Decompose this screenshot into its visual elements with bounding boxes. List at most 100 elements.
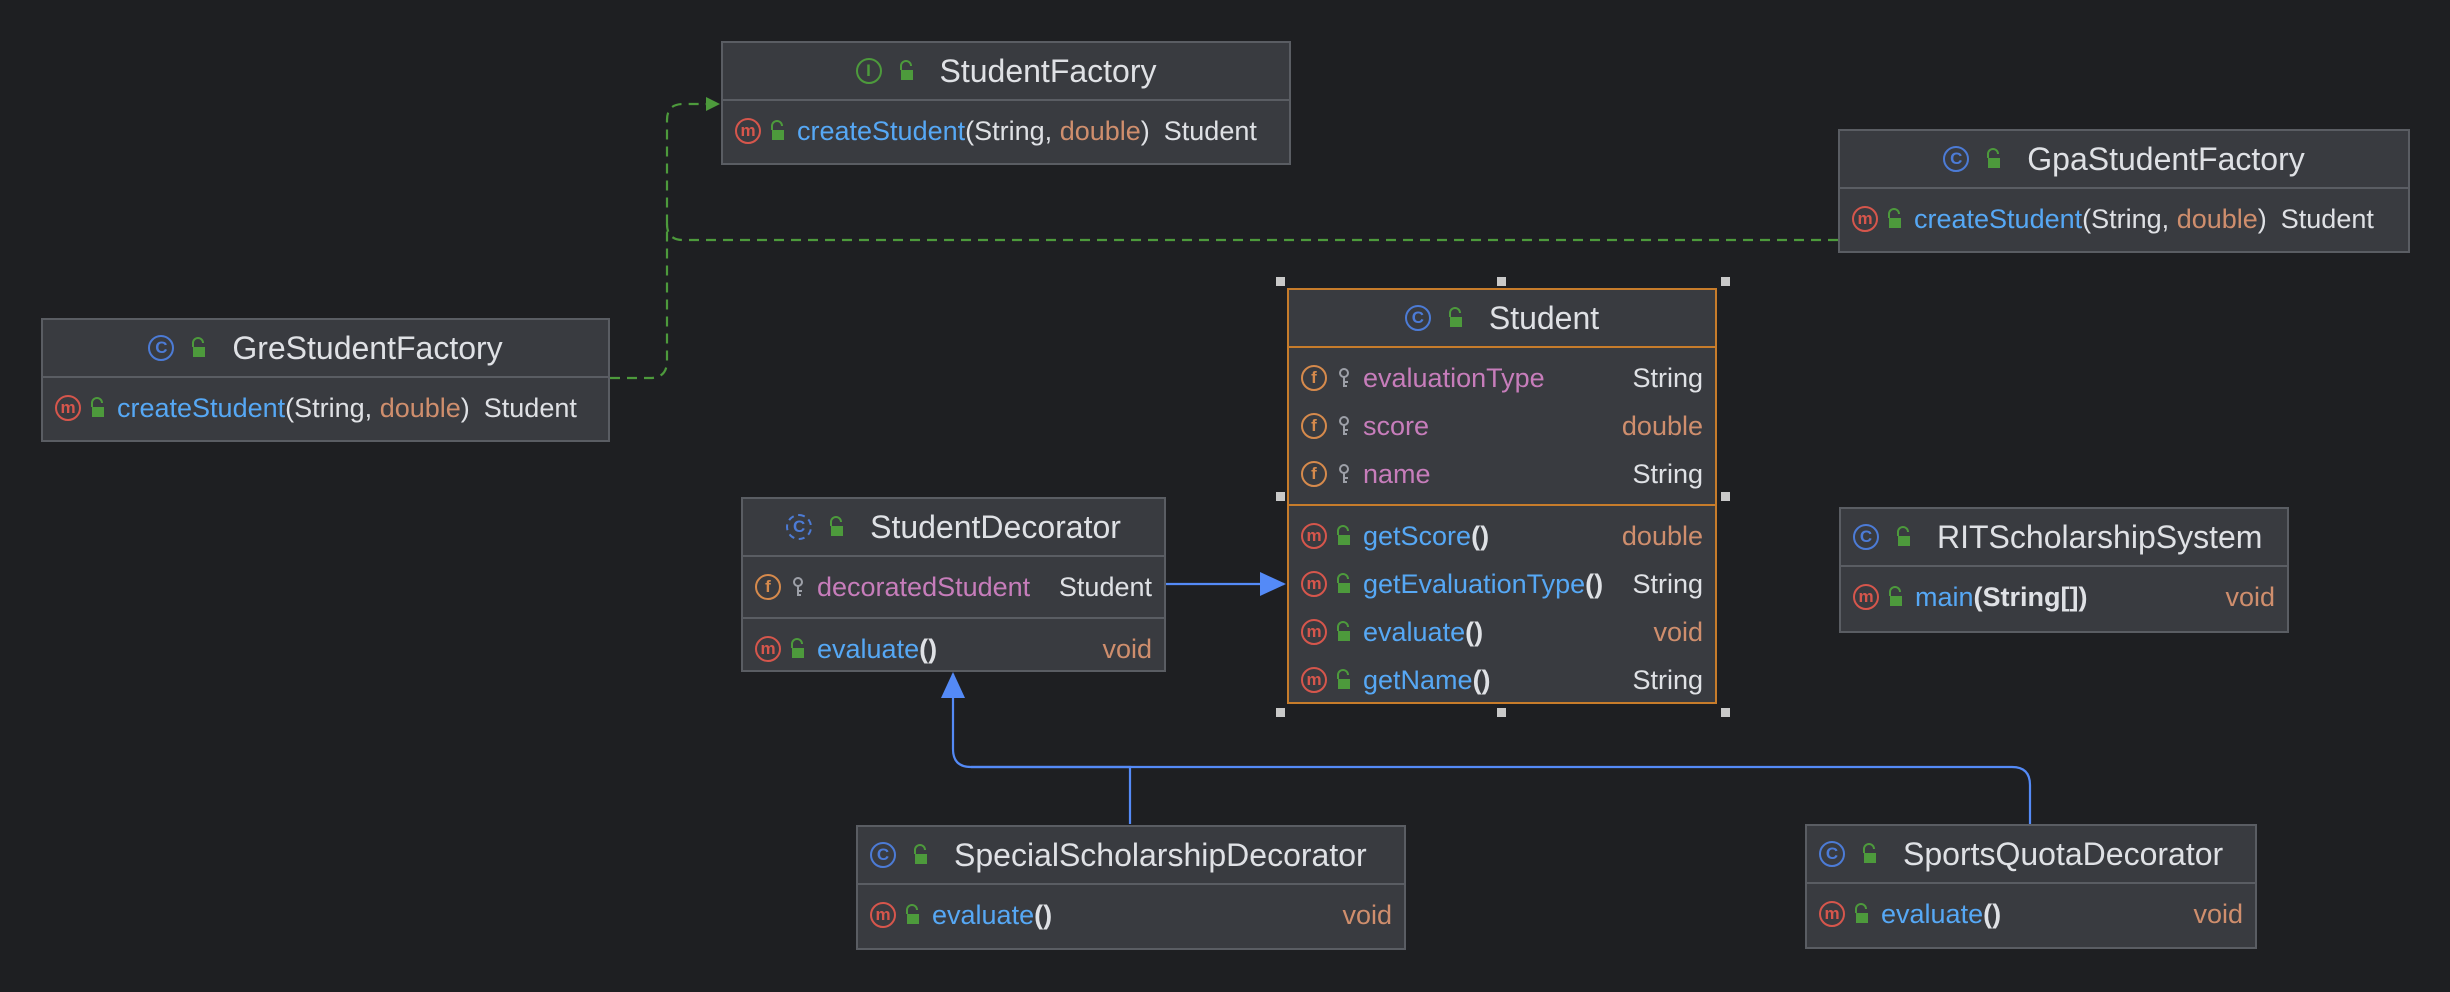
fields-section: f decoratedStudent Student <box>743 557 1164 619</box>
node-gpa-student-factory[interactable]: C GpaStudentFactory m createStudent ( St… <box>1838 129 2410 253</box>
public-lock-icon <box>1889 586 1902 606</box>
field-type: double <box>1621 410 1703 441</box>
return-type: void <box>2225 581 2275 612</box>
node-rit-scholarship-system[interactable]: C RITScholarshipSystem m main (String[])… <box>1839 507 2289 633</box>
selection-handle[interactable] <box>1721 708 1730 717</box>
class-icon: C <box>1853 524 1879 550</box>
method-name: evaluate <box>1881 898 1984 929</box>
method-row[interactable]: m createStudent ( String , double ) Stud… <box>43 384 608 432</box>
paren-close: ) <box>2257 203 2267 234</box>
field-type: String <box>1632 362 1703 393</box>
node-student-factory[interactable]: I StudentFactory m createStudent ( Strin… <box>721 41 1291 165</box>
public-lock-icon <box>1888 208 1901 228</box>
public-lock-icon <box>1337 621 1350 641</box>
field-row[interactable]: f name String <box>1289 450 1715 498</box>
node-title: StudentFactory <box>939 52 1157 89</box>
return-type: Student <box>2280 203 2374 234</box>
private-key-icon <box>793 577 803 596</box>
return-type: Student <box>1163 115 1257 146</box>
class-icon: C <box>870 842 896 868</box>
selection-handle[interactable] <box>1497 708 1506 717</box>
method-args: () <box>1465 616 1484 647</box>
param-type: String <box>2091 203 2162 234</box>
return-type: String <box>1632 568 1703 599</box>
methods-section: m evaluate () void <box>858 885 1404 945</box>
public-lock-icon <box>1863 843 1876 863</box>
class-icon: C <box>1404 305 1431 331</box>
method-name: main <box>1915 581 1974 612</box>
field-icon: f <box>1301 365 1327 391</box>
field-name: name <box>1363 458 1431 489</box>
selection-handle[interactable] <box>1497 277 1506 286</box>
class-icon: C <box>1819 841 1845 867</box>
selection-handle[interactable] <box>1721 492 1730 501</box>
param-separator: , <box>364 392 380 423</box>
method-name: createStudent <box>1914 203 2083 234</box>
method-args: () <box>1034 899 1053 930</box>
class-icon: C <box>1943 146 1970 172</box>
param-type: String <box>294 392 365 423</box>
method-row[interactable]: m getEvaluationType () String <box>1289 560 1715 608</box>
selection-handle[interactable] <box>1721 277 1730 286</box>
public-lock-icon <box>192 337 206 357</box>
method-icon: m <box>1819 901 1845 927</box>
methods-section: m main (String[]) void <box>1841 567 2287 627</box>
node-title: StudentDecorator <box>870 508 1121 545</box>
method-icon: m <box>755 636 781 662</box>
fields-section: f evaluationType String f score double f… <box>1289 348 1715 506</box>
method-row[interactable]: m createStudent ( String , double ) Stud… <box>723 107 1289 155</box>
method-row[interactable]: m getScore () double <box>1289 512 1715 560</box>
method-row[interactable]: m evaluate () void <box>858 891 1404 939</box>
abstract-class-icon: C <box>786 514 813 540</box>
node-title: GreStudentFactory <box>232 329 503 366</box>
node-sports-quota-decorator[interactable]: C SportsQuotaDecorator m evaluate () voi… <box>1805 824 2257 949</box>
method-row[interactable]: m getName () String <box>1289 656 1715 704</box>
return-type: void <box>2193 898 2243 929</box>
paren-open: ( <box>965 115 975 146</box>
method-name: evaluate <box>932 899 1035 930</box>
edge-special-to-decorator[interactable] <box>941 672 1132 824</box>
method-name: evaluate <box>1363 616 1466 647</box>
method-row[interactable]: m main (String[]) void <box>1841 573 2287 621</box>
method-args: () <box>919 633 938 664</box>
node-student-decorator[interactable]: C StudentDecorator f decoratedStudent St… <box>741 497 1166 672</box>
method-args: () <box>1471 520 1490 551</box>
node-header: I StudentFactory <box>723 43 1289 101</box>
edge-sports-to-decorator[interactable] <box>971 765 2032 824</box>
node-header: C SportsQuotaDecorator <box>1807 826 2255 884</box>
edge-gpa-to-factory[interactable] <box>665 223 1838 242</box>
selection-handle[interactable] <box>1276 277 1285 286</box>
field-name: evaluationType <box>1363 362 1545 393</box>
field-row[interactable]: f evaluationType String <box>1289 354 1715 402</box>
interface-icon: I <box>855 58 882 84</box>
node-header: C RITScholarshipSystem <box>1841 509 2287 567</box>
method-row[interactable]: m evaluate () void <box>1807 890 2255 938</box>
node-header: C StudentDecorator <box>743 499 1164 557</box>
public-lock-icon <box>1337 669 1350 689</box>
method-row[interactable]: m createStudent ( String , double ) Stud… <box>1840 195 2408 243</box>
method-icon: m <box>55 395 81 421</box>
field-icon: f <box>755 574 781 600</box>
field-row[interactable]: f decoratedStudent Student <box>743 563 1164 611</box>
private-key-icon <box>1339 416 1349 435</box>
method-name: createStudent <box>797 115 966 146</box>
node-header: C GreStudentFactory <box>43 320 608 378</box>
method-icon: m <box>1301 523 1327 549</box>
method-icon: m <box>1301 619 1327 645</box>
edge-gre-to-factory[interactable] <box>610 97 720 380</box>
node-special-scholarship-decorator[interactable]: C SpecialScholarshipDecorator m evaluate… <box>856 825 1406 950</box>
paren-open: ( <box>285 392 295 423</box>
method-row[interactable]: m evaluate () void <box>743 625 1164 673</box>
selection-handle[interactable] <box>1276 708 1285 717</box>
method-args: () <box>1585 568 1604 599</box>
field-row[interactable]: f score double <box>1289 402 1715 450</box>
param-type: String <box>974 115 1045 146</box>
selection-handle[interactable] <box>1276 492 1285 501</box>
public-lock-icon <box>1448 307 1462 327</box>
node-title: RITScholarshipSystem <box>1937 518 2263 555</box>
method-icon: m <box>1853 584 1879 610</box>
field-icon: f <box>1301 413 1327 439</box>
node-gre-student-factory[interactable]: C GreStudentFactory m createStudent ( St… <box>41 318 610 442</box>
node-student[interactable]: C Student f evaluationType String f scor… <box>1287 288 1717 704</box>
method-row[interactable]: m evaluate () void <box>1289 608 1715 656</box>
